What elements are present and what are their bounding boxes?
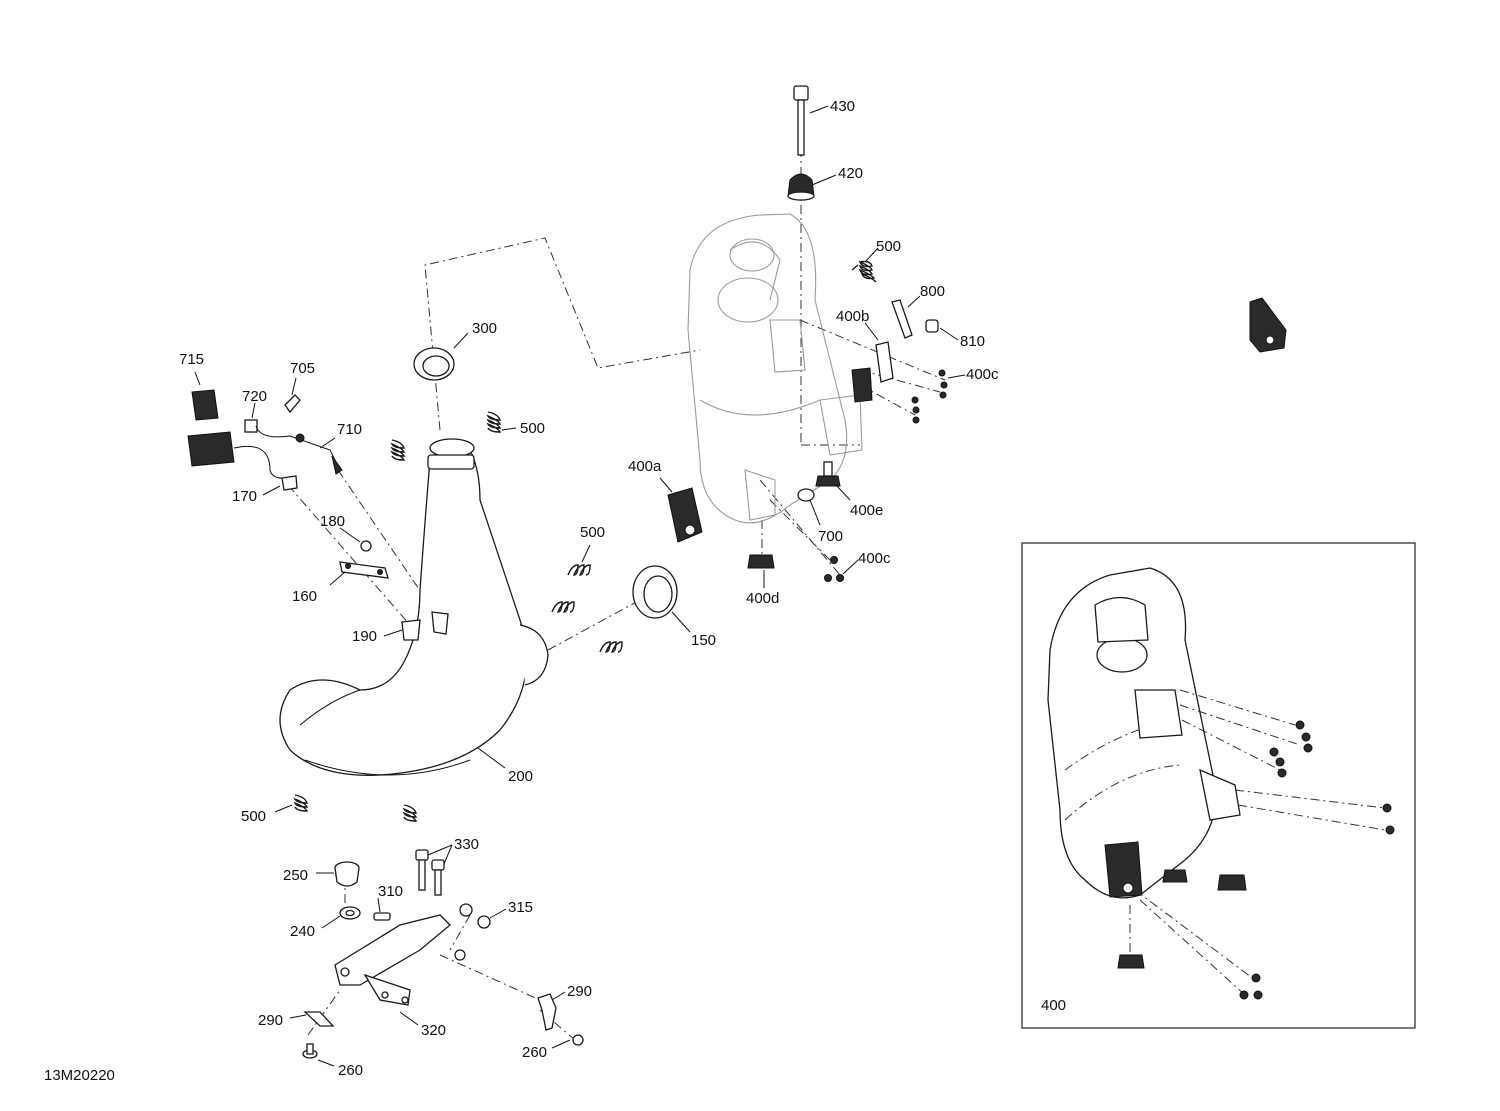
spring-500-top [851, 260, 877, 283]
plug-700 [797, 488, 815, 502]
callout-320: 320 [421, 1022, 446, 1039]
grommet-420 [787, 173, 815, 201]
callout-800: 800 [920, 283, 945, 300]
callout-190: 190 [352, 628, 377, 645]
screws-400c-bottom [824, 556, 844, 582]
clip-290-left [303, 1011, 335, 1027]
callout-250: 250 [283, 867, 308, 884]
callout-300: 300 [472, 320, 497, 337]
tuned-pipe [279, 438, 549, 776]
bolts-330 [415, 849, 445, 896]
hose-705 [284, 394, 301, 414]
callout-400d: 400d [746, 590, 779, 607]
spring-500-right-b [551, 601, 575, 613]
callout-400b: 400b [836, 308, 869, 325]
isolated-bracket [1249, 297, 1287, 353]
screw-310 [373, 912, 391, 921]
callout-330: 330 [454, 836, 479, 853]
bracket-320 [334, 914, 451, 1006]
muffler-outline [687, 213, 863, 524]
callout-400c-top: 400c [966, 366, 999, 383]
spring-500-right-a [567, 564, 591, 576]
ring-150 [632, 565, 678, 619]
callout-180: 180 [320, 513, 345, 530]
bolt-430 [793, 85, 809, 156]
inset-label: 400 [1041, 997, 1066, 1014]
callout-150: 150 [691, 632, 716, 649]
callout-160: 160 [292, 588, 317, 605]
callout-400a: 400a [628, 458, 662, 475]
leader-lines [194, 105, 966, 1067]
assembly-lines [287, 110, 946, 1041]
spring-500-low [293, 794, 309, 812]
clip-715 [191, 389, 219, 421]
callout-720: 720 [242, 388, 267, 405]
clip-290-right [537, 993, 557, 1031]
bracket-160 [339, 561, 389, 579]
washer-240 [339, 906, 361, 920]
connector-710 [187, 431, 235, 467]
callout-710: 710 [337, 421, 362, 438]
callout-315: 315 [508, 899, 533, 916]
ring-300 [413, 347, 455, 381]
callout-170: 170 [232, 488, 257, 505]
rivet-260 [302, 1034, 584, 1059]
fitting-170 [281, 475, 298, 491]
springs [293, 260, 877, 822]
nut-180 [360, 540, 372, 552]
callout-310: 310 [378, 883, 403, 900]
callout-500-low: 500 [241, 808, 266, 825]
callout-240: 240 [290, 923, 315, 940]
bracket-800 [891, 299, 913, 339]
bracket-400a [667, 487, 703, 543]
callout-260-right: 260 [522, 1044, 547, 1061]
callout-500-mid: 500 [520, 420, 545, 437]
callout-290-left: 290 [258, 1012, 283, 1029]
callout-500-top: 500 [876, 238, 901, 255]
callout-200: 200 [508, 768, 533, 785]
spring-500-mid-left [390, 439, 406, 461]
mount-400e [815, 461, 841, 487]
inset-400: 400 [1021, 542, 1416, 1029]
callout-700: 700 [818, 528, 843, 545]
screws-400c-top [911, 369, 948, 424]
callout-705: 705 [290, 360, 315, 377]
spring-500-bottom [402, 804, 418, 822]
callout-400c-bottom: 400c [858, 550, 891, 567]
callout-715: 715 [179, 351, 204, 368]
knob-250 [334, 861, 360, 887]
plate-400b [851, 341, 894, 403]
callout-labels: 430 420 500 800 810 400b 400c 400e 700 4… [179, 98, 999, 1079]
fitting-190 [401, 611, 449, 641]
callout-400e: 400e [850, 502, 883, 519]
callout-420: 420 [838, 165, 863, 182]
callout-260-left: 260 [338, 1062, 363, 1079]
callout-290-right: 290 [567, 983, 592, 1000]
diagram-id: 13M20220 [44, 1067, 115, 1084]
nut-810 [925, 319, 939, 333]
callout-810: 810 [960, 333, 985, 350]
callout-430: 430 [830, 98, 855, 115]
mount-400d [747, 554, 775, 569]
nuts-315 [454, 903, 491, 961]
spring-500-right-c [599, 641, 623, 653]
callout-500-right: 500 [580, 524, 605, 541]
sensor-group [187, 389, 343, 479]
spring-500-mid [486, 411, 502, 433]
